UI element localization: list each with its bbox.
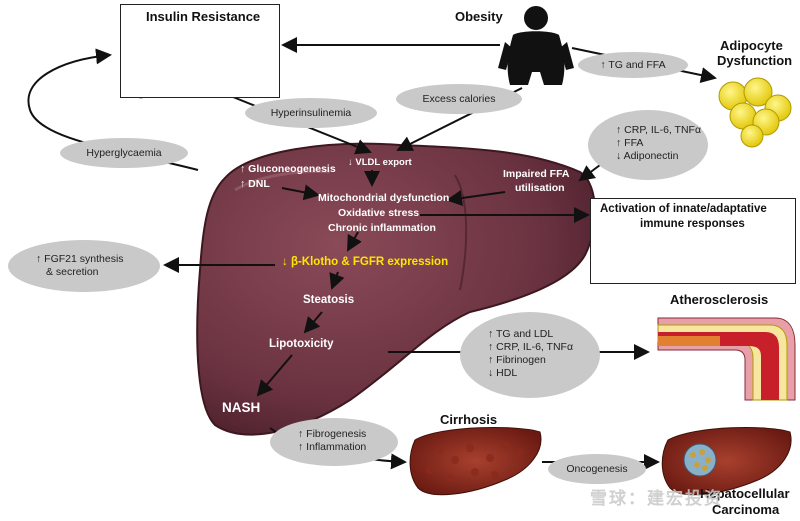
watermark-text: 雪球：建宏投资 bbox=[590, 489, 723, 508]
adipo-effect-3: ↓ Adiponectin bbox=[616, 150, 679, 162]
adipocyte-title-line2: Dysfunction bbox=[717, 53, 793, 68]
pill-hyperglycaemia: Hyperglycaemia bbox=[60, 138, 188, 168]
fgf21-line1: ↑ FGF21 synthesis bbox=[36, 253, 124, 265]
adipocyte-cells-icon bbox=[718, 77, 792, 148]
pill-tg-ffa: ↑ TG and FFA bbox=[578, 52, 688, 78]
arrow-gluconeo bbox=[281, 184, 320, 201]
pill-excess-calories: Excess calories bbox=[396, 84, 522, 114]
hcc-liver-icon bbox=[661, 426, 792, 496]
athero-item-3: ↑ Fibrinogen bbox=[488, 354, 546, 366]
liver-main-shape bbox=[196, 142, 596, 436]
obesity-title: Obesity bbox=[455, 9, 503, 24]
liver-dnl: ↑ DNL bbox=[240, 178, 270, 190]
liver-oxidative: Oxidative stress bbox=[338, 207, 420, 219]
pill-oncogenesis: Oncogenesis bbox=[548, 454, 646, 484]
cirrhotic-liver-icon bbox=[409, 426, 542, 496]
fgf21-oval: ↑ FGF21 synthesis & secretion bbox=[8, 240, 160, 292]
pill-hyperinsulinemia: Hyperinsulinemia bbox=[245, 98, 377, 128]
liver-impaired-ffa-1: Impaired FFA bbox=[503, 168, 570, 180]
athero-item-4: ↓ HDL bbox=[488, 367, 518, 379]
hcc-title-2: Carcinoma bbox=[712, 502, 780, 517]
athero-item-1: ↑ TG and LDL bbox=[488, 328, 554, 340]
arrow-lipo-to-nash bbox=[256, 354, 293, 397]
cirrhosis-item-2: ↑ Inflammation bbox=[298, 441, 367, 453]
arrow-klotho-to-steatosis bbox=[329, 271, 345, 290]
tumor-nodule bbox=[683, 443, 717, 477]
immune-title-1: Activation of innate/adaptative bbox=[600, 203, 767, 215]
athero-oval: ↑ TG and LDL ↑ CRP, IL-6, TNFα ↑ Fibrino… bbox=[460, 312, 600, 398]
immune-title-2: immune responses bbox=[640, 218, 745, 230]
cirrhosis-title: Cirrhosis bbox=[440, 412, 498, 427]
insulin-resistance-box bbox=[120, 4, 280, 98]
liver-gluconeogenesis: ↑ Gluconeogenesis bbox=[240, 163, 336, 175]
cirrhosis-item-1: ↑ Fibrogenesis bbox=[298, 428, 367, 440]
artery-icon bbox=[657, 317, 796, 401]
liver-nash: NASH bbox=[222, 400, 261, 415]
liver-inflammation: Chronic inflammation bbox=[328, 222, 436, 234]
liver-lipotoxicity: Lipotoxicity bbox=[269, 338, 334, 350]
athero-item-2: ↑ CRP, IL-6, TNFα bbox=[488, 341, 574, 353]
arrow-ffa bbox=[446, 190, 506, 206]
liver-klotho: ↓ β-Klotho & FGFR expression bbox=[282, 256, 449, 268]
fgf21-line2: & secretion bbox=[46, 266, 99, 278]
cirrhosis-oval: ↑ Fibrogenesis ↑ Inflammation bbox=[270, 418, 398, 466]
adipocyte-title-line1: Adipocyte bbox=[720, 38, 783, 53]
adipo-effect-2: ↑ FFA bbox=[616, 137, 644, 149]
hcc-title-1: Hepatocellular bbox=[700, 486, 790, 501]
adipo-effect-1: ↑ CRP, IL-6, TNFα bbox=[616, 124, 702, 136]
insulin-resistance-title: Insulin Resistance bbox=[146, 9, 261, 24]
liver-steatosis: Steatosis bbox=[303, 294, 355, 306]
liver-vldl: ↓ VLDL export bbox=[348, 157, 412, 168]
liver-impaired-ffa-2: utilisation bbox=[515, 182, 565, 194]
athero-title: Atherosclerosis bbox=[670, 292, 769, 307]
arrow-steatosis-to-lipo bbox=[303, 311, 323, 334]
adipo-effects-oval: ↑ CRP, IL-6, TNFα ↑ FFA ↓ Adiponectin bbox=[588, 110, 708, 180]
person-obese-icon bbox=[498, 6, 574, 85]
immune-box bbox=[590, 198, 796, 284]
liver-mito: Mitochondrial dysfunction bbox=[318, 192, 450, 204]
arrow-inflam-to-klotho bbox=[347, 231, 362, 252]
